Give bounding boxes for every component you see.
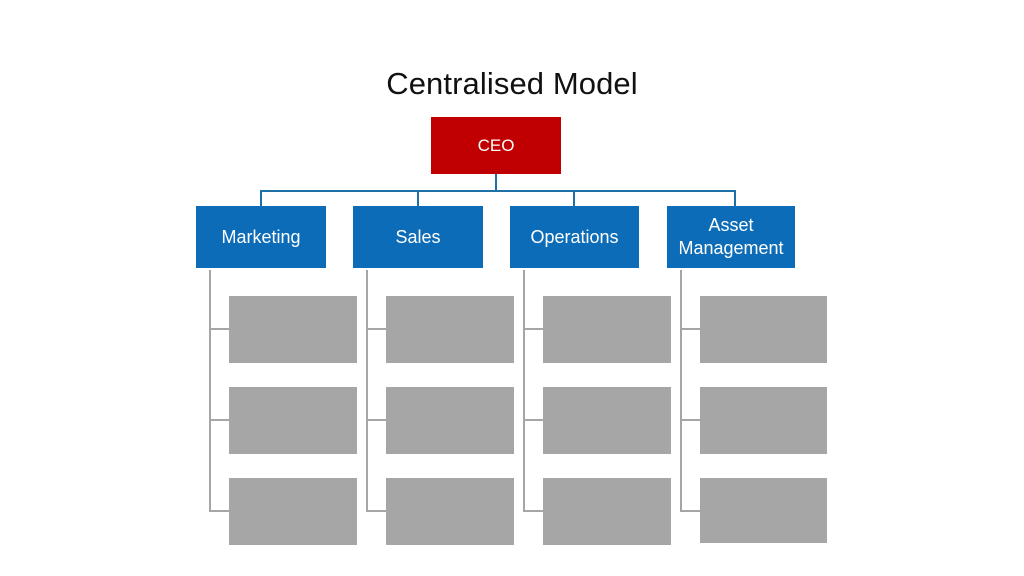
node-ceo-label: CEO [477, 136, 515, 155]
leaf-marketing-2[interactable] [229, 387, 357, 454]
node-sales[interactable]: Sales [353, 206, 483, 268]
node-operations-label: Operations [530, 226, 619, 247]
leaf-asset-management-3[interactable] [700, 478, 827, 543]
connector-drop-asset-management [734, 190, 736, 206]
connector-stub-marketing-2 [209, 419, 230, 421]
leaf-sales-1[interactable] [386, 296, 514, 363]
connector-stub-operations-1 [523, 328, 544, 330]
connector-drop-sales [417, 190, 419, 206]
connector-spine-asset-management [680, 270, 682, 510]
connector-stub-marketing-3 [209, 510, 230, 512]
connector-stub-sales-2 [366, 419, 387, 421]
connector-stub-asset-management-2 [680, 419, 701, 421]
connector-spine-operations [523, 270, 525, 510]
node-operations[interactable]: Operations [510, 206, 639, 268]
connector-root-stem [495, 174, 497, 191]
leaf-operations-1[interactable] [543, 296, 671, 363]
leaf-asset-management-1[interactable] [700, 296, 827, 363]
connector-drop-operations [573, 190, 575, 206]
connector-stub-operations-2 [523, 419, 544, 421]
connector-drop-marketing [260, 190, 262, 206]
node-ceo[interactable]: CEO [431, 117, 561, 174]
node-asset-management-label: Asset Management [678, 215, 784, 258]
leaf-marketing-3[interactable] [229, 478, 357, 545]
connector-stub-marketing-1 [209, 328, 230, 330]
leaf-sales-2[interactable] [386, 387, 514, 454]
connector-stub-operations-3 [523, 510, 544, 512]
connector-stub-sales-3 [366, 510, 387, 512]
connector-stub-sales-1 [366, 328, 387, 330]
connector-spine-marketing [209, 270, 211, 510]
leaf-sales-3[interactable] [386, 478, 514, 545]
node-marketing-label: Marketing [221, 226, 301, 247]
node-sales-label: Sales [395, 226, 441, 247]
leaf-operations-2[interactable] [543, 387, 671, 454]
page-title: Centralised Model [386, 66, 638, 101]
node-asset-management[interactable]: Asset Management [667, 206, 795, 268]
connector-stub-asset-management-1 [680, 328, 701, 330]
connector-spine-sales [366, 270, 368, 510]
connector-stub-asset-management-3 [680, 510, 701, 512]
leaf-asset-management-2[interactable] [700, 387, 827, 454]
node-marketing[interactable]: Marketing [196, 206, 326, 268]
leaf-marketing-1[interactable] [229, 296, 357, 363]
connector-root-bus [260, 190, 736, 192]
leaf-operations-3[interactable] [543, 478, 671, 545]
